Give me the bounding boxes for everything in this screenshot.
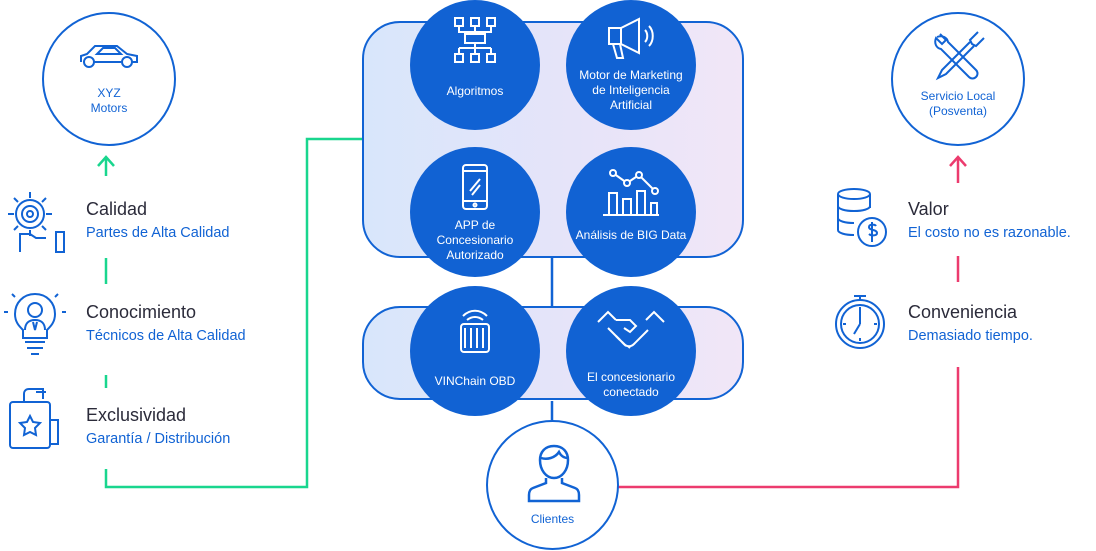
feature-title: Exclusividad bbox=[86, 405, 187, 425]
green-arrow-head bbox=[97, 155, 115, 167]
handshake-icon bbox=[566, 308, 696, 359]
node-concesionario-conectado[interactable]: El concesionario conectado bbox=[566, 286, 696, 416]
feature-title: Calidad bbox=[86, 199, 148, 219]
feature-subtitle: Técnicos de Alta Calidad bbox=[86, 328, 246, 344]
node-label: Motor de Marketing de Inteligencia Artif… bbox=[579, 68, 683, 112]
hub-clientes[interactable]: Clientes bbox=[486, 420, 619, 550]
node-label: Análisis de BIG Data bbox=[575, 228, 687, 242]
megaphone-icon bbox=[566, 16, 696, 67]
feature-title: Valor bbox=[908, 199, 949, 219]
hub-title: XYZ bbox=[97, 86, 121, 100]
tools-icon bbox=[930, 26, 988, 89]
node-label: APP de Concesionario Autorizado bbox=[436, 218, 514, 262]
feature-title: Conveniencia bbox=[908, 302, 1018, 322]
hub-subtitle: Motors bbox=[90, 101, 128, 115]
hub-subtitle: (Posventa) bbox=[928, 104, 988, 118]
coins-dollar-icon bbox=[834, 186, 890, 255]
hub-label: Clientes bbox=[530, 512, 575, 526]
feature-subtitle: Garantía / Distribución bbox=[86, 431, 231, 447]
node-label: VINChain OBD bbox=[434, 374, 516, 388]
node-algoritmos[interactable]: Algoritmos bbox=[410, 0, 540, 130]
feature-title: Conocimiento bbox=[86, 302, 197, 322]
node-label: El concesionario conectado bbox=[586, 370, 676, 399]
feature-subtitle: El costo no es razonable. bbox=[908, 225, 1071, 241]
smartphone-icon bbox=[410, 163, 540, 216]
car-icon bbox=[75, 40, 145, 77]
pink-connector bbox=[618, 367, 960, 489]
badge-star-icon bbox=[6, 386, 62, 457]
node-big-data[interactable]: Análisis de BIG Data bbox=[566, 147, 696, 277]
node-vinchain[interactable]: VINChain OBD bbox=[410, 286, 540, 416]
node-label: Algoritmos bbox=[446, 84, 504, 98]
bar-chart-icon bbox=[566, 163, 696, 224]
obd-device-icon bbox=[410, 304, 540, 361]
flowchart-icon bbox=[410, 14, 540, 71]
hub-servicio-local[interactable]: Servicio Local (Posventa) bbox=[891, 12, 1025, 146]
clock-icon bbox=[832, 292, 888, 357]
expert-bulb-icon bbox=[4, 288, 66, 363]
feature-subtitle: Partes de Alta Calidad bbox=[86, 225, 230, 241]
node-app-concesionario[interactable]: APP de Concesionario Autorizado bbox=[410, 147, 540, 277]
green-connector bbox=[104, 137, 362, 489]
node-motor-marketing[interactable]: Motor de Marketing de Inteligencia Artif… bbox=[566, 0, 696, 130]
hub-xyz-motors[interactable]: XYZ Motors bbox=[42, 12, 176, 146]
hub-title: Servicio Local bbox=[920, 89, 996, 103]
pink-arrow-head bbox=[949, 155, 967, 167]
gear-quality-icon bbox=[0, 186, 68, 259]
feature-subtitle: Demasiado tiempo. bbox=[908, 328, 1033, 344]
person-icon bbox=[527, 442, 581, 509]
